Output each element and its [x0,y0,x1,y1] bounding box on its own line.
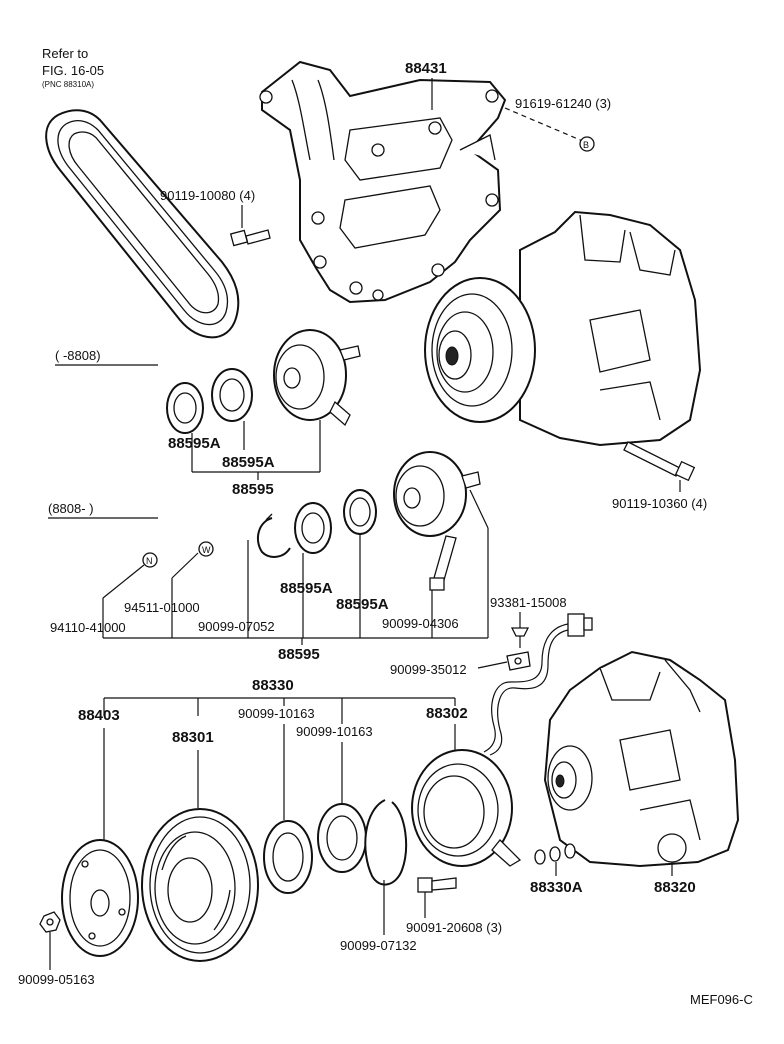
bearing-88595A-1 [166,382,204,434]
label-90099-05163: 90099-05163 [18,972,95,987]
label-88403: 88403 [78,707,120,724]
label-88595-1: 88595 [232,481,274,498]
bearing-88595A-3 [294,502,332,554]
sensor-bracket-90099-35012 [506,651,531,671]
label-88595-2: 88595 [278,646,320,663]
period-label-from-8808: (8808- ) [48,501,94,516]
label-90091-20608: 90091-20608 (3) [406,920,502,935]
label-94110-41000: 94110-41000 [50,620,126,635]
reference-note-line2: FIG. 16-05 [42,63,104,78]
callout-n [142,552,158,568]
compressor-bracket [259,60,507,304]
label-90099-10163-a: 90099-10163 [238,706,315,721]
label-88330A: 88330A [530,879,583,896]
compressor-assembly-top [424,210,702,447]
label-88330: 88330 [252,677,294,694]
bearing-88595A-2 [211,368,253,422]
bearing-90099-10163-b [317,803,367,873]
bearing-88595A-4 [343,489,377,535]
bolt-90119-10360 [623,441,696,482]
callout-n-letter: N [146,556,153,566]
bolt-90119-10080 [229,229,271,247]
label-88595A-2: 88595A [222,454,275,471]
label-90099-04306: 90099-04306 [382,616,459,631]
label-88431: 88431 [405,60,447,77]
period-label-upto-8808: ( -8808) [55,348,101,363]
callout-w [198,541,214,557]
snap-ring-90099-07132 [364,799,408,886]
reference-note-line3: (PNC 88310A) [42,80,94,89]
label-93381-15008: 93381-15008 [490,595,567,610]
snap-ring-90099-07052 [256,513,291,558]
field-coil-88302 [411,749,522,867]
pulley-upto-8808 [273,329,361,427]
screw-93381-15008 [510,627,530,648]
compressor-88320 [543,650,740,868]
pulley-from-8808 [393,451,481,537]
label-90119-10080: 90119-10080 (4) [160,188,255,203]
label-94511-01000: 94511-01000 [124,600,200,615]
label-88301: 88301 [172,729,214,746]
reference-note-line1: Refer to [42,46,88,61]
shims-88330A [534,843,576,865]
label-88595A-3: 88595A [280,580,333,597]
label-90099-10163-b: 90099-10163 [296,724,373,739]
figure-code: MEF096-C [690,992,753,1007]
label-88595A-1: 88595A [168,435,221,452]
bolt-90099-04306 [429,535,457,591]
sensor-wire-connector [483,613,593,756]
bearing-90099-10163-a [263,820,313,894]
callout-w-letter: W [202,545,211,555]
label-88595A-4: 88595A [336,596,389,613]
clutch-hub-88403 [61,839,139,957]
callout-b [579,136,595,152]
label-90099-35012: 90099-35012 [390,662,467,677]
label-90099-07132: 90099-07132 [340,938,417,953]
v-belt [45,109,240,339]
rotor-pulley-88301 [141,808,259,962]
label-88302: 88302 [426,705,468,722]
label-90119-10360: 90119-10360 (4) [612,496,707,511]
label-90099-07052: 90099-07052 [198,619,275,634]
nut-90099-05163 [39,911,61,933]
callout-b-letter: B [583,140,589,150]
label-91619-61240: 91619-61240 (3) [515,96,611,111]
bolt-90091-20608 [417,877,457,893]
label-88320: 88320 [654,879,696,896]
